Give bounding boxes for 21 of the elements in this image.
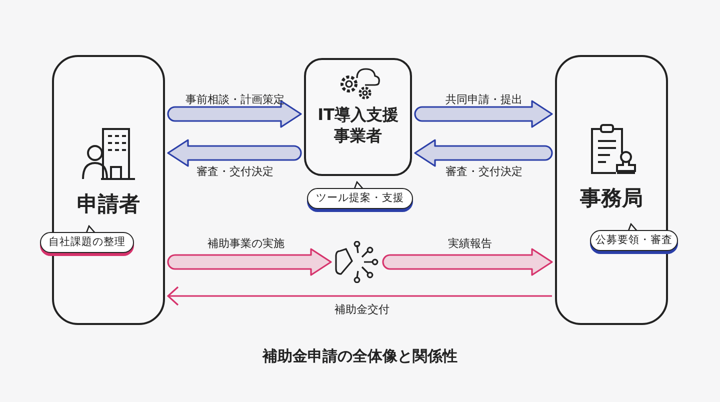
edge-label: 事前相談・計画策定 <box>186 92 284 108</box>
rounded-box <box>52 55 165 325</box>
edge-label: 補助金交付 <box>334 302 390 318</box>
block-arrow <box>382 248 553 276</box>
rounded-box <box>304 58 412 176</box>
edge-label: 審査・交付決定 <box>446 164 522 180</box>
node-title: 申請者 <box>77 191 140 218</box>
block-arrow <box>167 139 302 167</box>
edge-label: 補助事業の実施 <box>208 236 284 252</box>
block-arrow <box>414 100 553 128</box>
network-icon <box>334 241 380 283</box>
edge-label: 審査・交付決定 <box>196 164 274 180</box>
block-arrow <box>167 100 302 128</box>
node-title: 事務局 <box>580 185 643 212</box>
node-title: IT導入支援事業者 <box>316 104 400 146</box>
caption: 補助金申請の全体像と関係性 <box>261 346 458 367</box>
edge-label: 実績報告 <box>448 236 492 252</box>
edge-label: 共同申請・提出 <box>446 92 522 108</box>
arrow <box>167 286 552 306</box>
block-arrow <box>414 139 553 167</box>
block-arrow <box>167 248 332 276</box>
